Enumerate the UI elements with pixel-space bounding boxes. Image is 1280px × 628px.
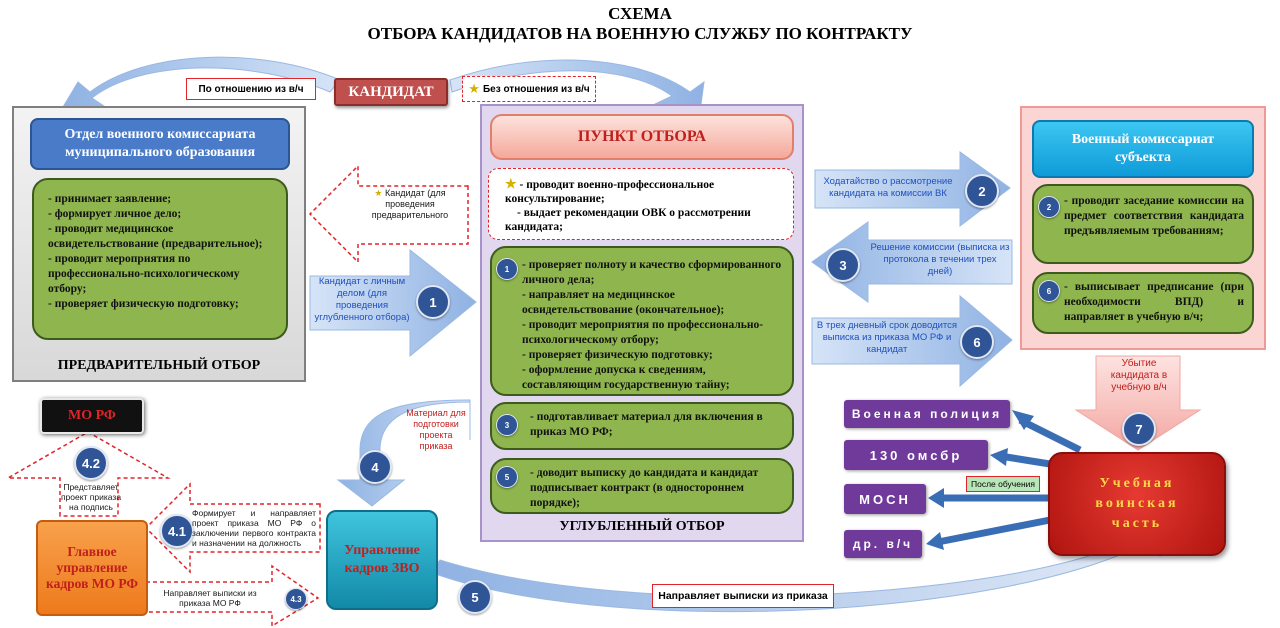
arrow-to-omsbr <box>999 452 1051 468</box>
arrow-4-2-label: Представляет проект приказа на подпись <box>60 482 122 512</box>
in-depth-task: - проводит мероприятия по профессиональн… <box>522 319 764 346</box>
label-without-unit: ★ Без отношения из в/ч <box>462 76 596 102</box>
commission-task: - проводит заседание комиссии на предмет… <box>1032 184 1254 264</box>
arrow-4-3 <box>145 564 320 628</box>
arrow-to-omsbr-head <box>990 448 1008 466</box>
task-badge-1: 1 <box>496 258 518 280</box>
arrow-back <box>308 164 469 264</box>
arc-left <box>59 56 341 113</box>
preliminary-task: - проводит мероприятия по профессиональн… <box>48 253 240 295</box>
in-depth-task: - проверяет физическую подготовку; <box>522 349 713 361</box>
consulting-task: - проводит военно-профессиональное консу… <box>505 179 715 205</box>
consulting-tasks: ★ - проводит военно-профессиональное кон… <box>488 168 794 240</box>
arrow-6 <box>811 294 1013 388</box>
step-badge-6: 6 <box>960 325 994 359</box>
in-depth-task: - оформление допуска к сведениям, состав… <box>522 364 730 391</box>
step-badge-4: 4 <box>358 450 392 484</box>
step-badge-2: 2 <box>965 174 999 208</box>
label-without-unit-text: Без отношения из в/ч <box>482 83 590 95</box>
arrow-1 <box>309 248 477 358</box>
arrow-to-mosn-head <box>928 488 944 508</box>
in-depth-task: - направляет на медицинское освидетельст… <box>522 289 725 316</box>
arrow-to-police <box>1018 416 1082 454</box>
training-unit-box: Учебная воинская часть <box>1048 452 1226 556</box>
after-training-label: После обучения <box>966 476 1040 492</box>
arrow-7 <box>1074 355 1202 451</box>
preliminary-task: - формирует личное дело; <box>48 208 182 220</box>
arrow-4-1-label: Формирует и направляет проект приказа МО… <box>192 508 316 548</box>
star-icon: ★ <box>468 81 480 96</box>
arrow-7-label: Убытие кандидата в учебную в/ч <box>1110 358 1168 393</box>
step-badge-7: 7 <box>1122 412 1156 446</box>
arrow-3 <box>811 221 1013 303</box>
step-badge-1: 1 <box>416 285 450 319</box>
in-depth-task: - проверяет полноту и качество сформиров… <box>522 259 782 286</box>
arrow-6-label: В трех дневный срок доводится выписка из… <box>816 320 958 355</box>
arrow-2-label: Ходатайство о рассмотрение кандидата на … <box>823 176 953 199</box>
step-badge-3: 3 <box>826 248 860 282</box>
arrow-4-3-label: Направляет выписки из приказа МО РФ <box>163 588 257 608</box>
preliminary-tasks: - принимает заявление; - формирует лично… <box>32 178 288 340</box>
star-icon: ★ <box>505 176 517 191</box>
in-depth-footer: УГЛУБЛЕННЫЙ ОТБОР <box>559 519 725 534</box>
destination-mosn: МОСН <box>844 484 926 514</box>
in-depth-tasks: - проверяет полноту и качество сформиров… <box>490 246 794 396</box>
destination-other-units: др. в/ч <box>844 530 922 558</box>
contract-signing-task: - доводит выписку до кандидата и кандида… <box>490 458 794 514</box>
preliminary-footer: ПРЕДВАРИТЕЛЬНЫЙ ОТБОР <box>57 358 261 373</box>
step-badge-4-3: 4.3 <box>285 588 307 610</box>
diagram-title-line1: СХЕМА <box>608 4 672 23</box>
task-badge-6: 6 <box>1038 280 1060 302</box>
task-badge-5: 5 <box>496 466 518 488</box>
star-icon: ★ <box>374 188 383 198</box>
arrow-to-police-head <box>1012 410 1034 430</box>
prescription-task: - выписывает предписание (при необходимо… <box>1032 272 1254 334</box>
consulting-task: - выдает рекомендации ОВК о рассмотрении… <box>505 207 751 233</box>
task-badge-2: 2 <box>1038 196 1060 218</box>
step-badge-4-2: 4.2 <box>74 446 108 480</box>
arrow-4-1 <box>144 482 321 574</box>
step-badge-5: 5 <box>458 580 492 614</box>
preliminary-task: - проводит медицинское освидетельствован… <box>48 223 263 250</box>
destination-military-police: Военная полиция <box>844 400 1010 428</box>
arrow-1-label: Кандидат с личным делом (для проведения … <box>314 276 410 323</box>
arrow-4-label: Материал для подготовки проекта приказа <box>406 408 466 451</box>
main-personnel-directorate-box: Главное управление кадров МО РФ <box>36 520 148 616</box>
arrow-5-label: Направляет выписки из приказа <box>652 584 834 608</box>
candidate-box: КАНДИДАТ <box>334 78 448 106</box>
order-material-task: - подготавливает материал для включения … <box>490 402 794 450</box>
arrow-3-label: Решение комиссии (выписка из протокола в… <box>870 242 1010 277</box>
mo-rf-box: МО РФ <box>40 398 144 434</box>
selection-point-header: ПУНКТ ОТБОРА <box>490 114 794 160</box>
destination-130-omsbr: 130 омсбр <box>844 440 988 470</box>
task-badge-3: 3 <box>496 414 518 436</box>
arrow-back-text: Кандидат (для проведения предварительног… <box>371 188 449 220</box>
arrow-back-label: ★ Кандидат (для проведения предварительн… <box>360 188 460 221</box>
step-badge-4-1: 4.1 <box>160 514 194 548</box>
preliminary-task: - проверяет физическую подготовку; <box>48 298 239 310</box>
voenkomat-municipal-header: Отдел военного комиссариата муниципально… <box>30 118 290 170</box>
arrow-to-other <box>937 516 1051 546</box>
label-with-unit: По отношению из в/ч <box>186 78 316 100</box>
preliminary-task: - принимает заявление; <box>48 193 172 205</box>
diagram-title-line2: ОТБОРА КАНДИДАТОВ НА ВОЕННУЮ СЛУЖБУ ПО К… <box>367 24 913 43</box>
voenkomat-subject-header: Военный комиссариат субъекта <box>1032 120 1254 178</box>
arrow-to-other-head <box>926 532 944 550</box>
zvo-personnel-box: Управление кадров ЗВО <box>326 510 438 610</box>
